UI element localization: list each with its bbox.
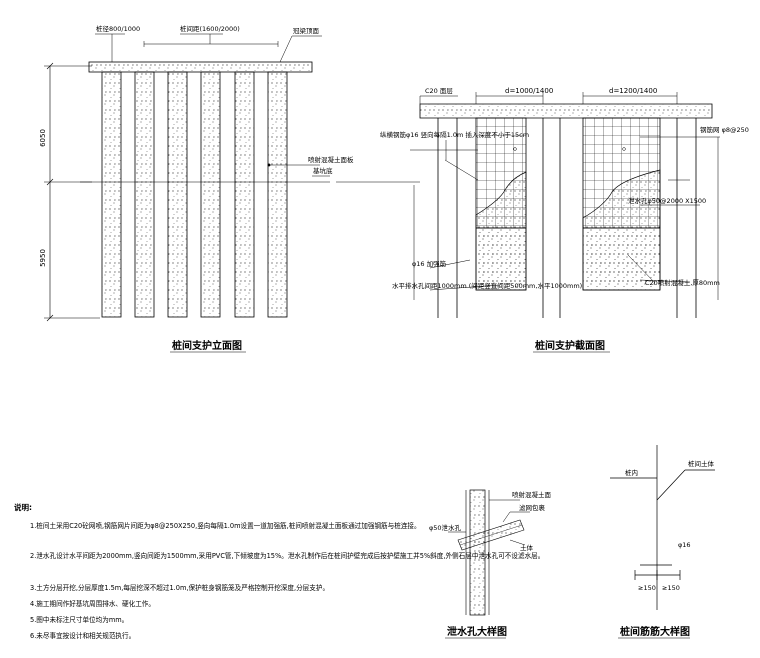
- pile: [200, 71, 221, 318]
- label-leaders: [95, 33, 330, 177]
- wall-section: [469, 489, 486, 616]
- drain-label-spray: 喷射混凝土面: [512, 490, 552, 499]
- label-pile-spacing: 桩间距(1600/2000): [180, 24, 240, 33]
- drain-detail-title: 泄水孔大样图: [447, 625, 507, 638]
- section-view: d=1000/1400 d=1200/1400 C20 面层 纵横钢筋φ16 竖…: [380, 87, 749, 353]
- note-3: 3.土方分层开挖,分层厚度1.5m,每层挖深不超过1.0m,保护桩身钢筋笼及严格…: [30, 583, 329, 592]
- notes-heading: 说明:: [14, 502, 32, 512]
- drain-detail: 喷射混凝土面 滤网包裹 φ50泄水孔 土体 泄水孔大样图: [429, 489, 552, 639]
- rebar-detail: 桩内 桩间土体 φ16 ≥150 ≥150 桩间筋筋大样图: [610, 445, 715, 639]
- top-slab: [419, 103, 713, 119]
- label-c20: C20 面层: [425, 87, 453, 95]
- drain-label-pipe: φ50泄水孔: [429, 523, 462, 532]
- label-crown-beam: 冠梁顶面: [293, 26, 320, 35]
- rebar-detail-title: 桩间筋筋大样图: [620, 625, 690, 638]
- note-1: 1.桩间土采用C20砼网喷,钢筋网片间距为φ8@250X250,竖向每隔1.0m…: [30, 521, 421, 530]
- notes-block: 说明: 1.桩间土采用C20砼网喷,钢筋网片间距为φ8@250X250,竖向每隔…: [14, 502, 544, 640]
- dim-upper: 6050: [39, 129, 47, 147]
- label-rebar-right: 钢筋网 φ8@250: [700, 125, 749, 134]
- elevation-title: 桩间支护立面图: [172, 339, 242, 352]
- pile-outlines: [437, 118, 697, 318]
- label-rebar-left: 纵横钢筋φ16 竖向每隔1.0m 插入深度不小于15cm: [380, 130, 529, 139]
- section-title: 桩间支护截面图: [535, 339, 605, 352]
- elevation-dimension: [44, 62, 100, 322]
- note-4: 4.施工期间作好基坑周围排水、硬化工作。: [30, 599, 155, 608]
- piles: [101, 71, 288, 318]
- rebar-dim-b: ≥150: [662, 584, 680, 592]
- pile: [167, 71, 188, 318]
- rebar-dim-a: ≥150: [638, 584, 656, 592]
- pile: [267, 71, 288, 318]
- rebar-label-right: 桩间土体: [688, 459, 715, 468]
- crown-beam: [88, 61, 313, 73]
- drain-label-filter: 滤网包裹: [519, 503, 546, 512]
- label-ground: 基坑底: [313, 166, 333, 175]
- dim-lower: 5950: [39, 249, 47, 267]
- label-pile-d: 桩径800/1000: [96, 24, 140, 33]
- drain-label-soil: 土体: [520, 543, 534, 552]
- label-spray: 喷射混凝土面板: [308, 155, 354, 164]
- label-c20-thick: C20喷射混凝土,厚80mm: [645, 278, 720, 287]
- label-weep: 水平排水孔间距1000mm (间距竖直间距500mm,水平1000mm): [392, 281, 582, 290]
- elevation-view: 6050 5950 桩径800/1000 桩间距(1600/2000) 冠梁顶面…: [39, 24, 354, 353]
- pile: [101, 71, 122, 318]
- section-dimensions: [419, 92, 678, 104]
- rebar-label-bar: φ16: [678, 541, 691, 549]
- note-5: 5.图中未标注尺寸单位均为mm。: [30, 615, 128, 624]
- dim-d1: d=1000/1400: [505, 87, 553, 95]
- label-drain: 泄水孔φ50@2000 X1500: [628, 196, 706, 205]
- note-6: 6.未尽事宜按设计和相关规范执行。: [30, 631, 135, 640]
- dim-d2: d=1200/1400: [609, 87, 657, 95]
- section-leaders: [410, 136, 720, 300]
- note-2: 2.泄水孔设计水平间距为2000mm,竖向间距为1500mm,采用PVC管,下倾…: [30, 551, 544, 560]
- pile: [234, 71, 255, 318]
- pile: [134, 71, 155, 318]
- label-anchor: φ16 加强筋: [412, 259, 447, 268]
- rebar-label-left: 桩内: [625, 468, 638, 477]
